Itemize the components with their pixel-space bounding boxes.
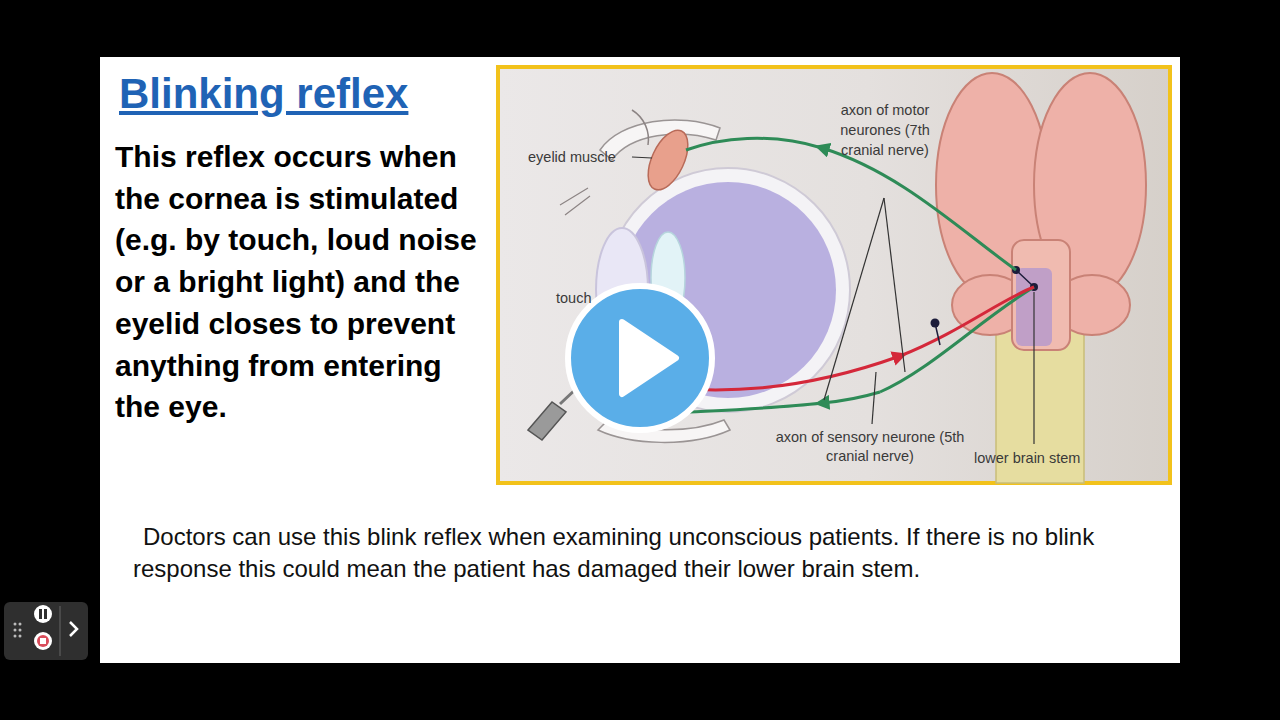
part-label: axon of sensory neurone (5th cranial ner…	[770, 428, 970, 466]
part-label: touch	[556, 289, 600, 308]
illustration-frame	[498, 67, 1170, 483]
note-paragraph: Doctors can use this blink reflex when e…	[133, 521, 1138, 585]
slide-background	[100, 57, 1180, 663]
playback-controls	[4, 602, 88, 660]
slide-title: Blinking reflex	[119, 68, 408, 120]
part-label: axon of motor neurones (7th cranial nerv…	[835, 100, 935, 160]
intro-paragraph: This reflex occurs when the cornea is st…	[115, 136, 493, 428]
part-label: eyelid muscle	[528, 148, 632, 167]
play-button	[568, 286, 712, 430]
brain-illustration	[936, 73, 1146, 483]
part-label: lower brain stem	[974, 449, 1106, 468]
eyelid-muscle	[640, 124, 696, 196]
